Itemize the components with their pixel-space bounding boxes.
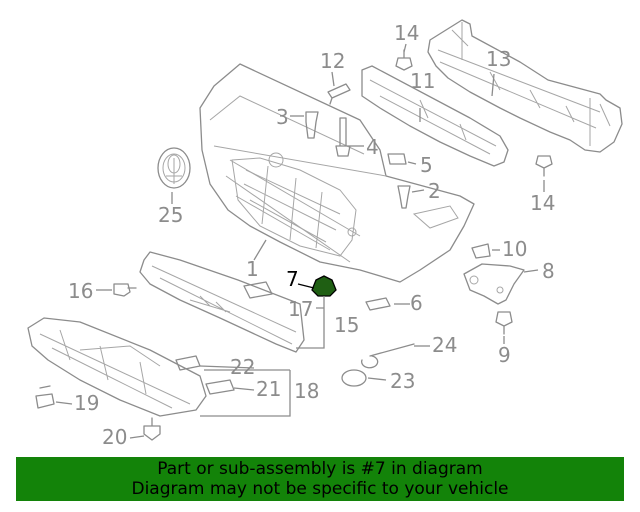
callout-6: 6 [410, 291, 423, 315]
callout-17: 17 [288, 297, 313, 321]
callout-3: 3 [276, 105, 289, 129]
part-1-bumper-cover [199, 63, 475, 283]
callout-9: 9 [498, 343, 511, 367]
banner-line-1: Part or sub-assembly is #7 in diagram [157, 459, 483, 479]
part-8-bracket [463, 243, 525, 305]
callout-4: 4 [366, 135, 379, 159]
callout-10: 10 [502, 237, 527, 261]
part-18-under-cover [27, 317, 207, 417]
callout-7-highlighted: 7 [286, 267, 299, 291]
callout-8: 8 [542, 259, 555, 283]
callout-11: 11 [410, 69, 435, 93]
callout-16: 16 [68, 279, 93, 303]
callout-19: 19 [74, 391, 99, 415]
callout-13: 13 [486, 47, 511, 71]
part-13-reinforcement [427, 19, 623, 153]
callout-24: 24 [432, 333, 457, 357]
part-11-absorber [361, 65, 509, 167]
callout-22: 22 [230, 355, 255, 379]
part-7-highlighted-clip[interactable] [311, 275, 337, 297]
callout-1: 1 [246, 257, 259, 281]
callout-2: 2 [428, 179, 441, 203]
callout-18: 18 [294, 379, 319, 403]
fasteners [35, 49, 553, 441]
callout-23: 23 [390, 369, 415, 393]
callout-14-top: 14 [394, 21, 419, 45]
callout-20: 20 [102, 425, 127, 449]
callout-21: 21 [256, 377, 281, 401]
callout-5: 5 [420, 153, 433, 177]
callout-14-right: 14 [530, 191, 555, 215]
parts-diagram: 14 13 12 11 3 4 5 2 14 25 1 10 8 7 16 17… [27, 19, 623, 449]
leader-lines [55, 43, 545, 439]
banner-line-2: Diagram may not be specific to your vehi… [131, 479, 509, 499]
callout-25: 25 [158, 203, 183, 227]
part-25-emblem [157, 147, 191, 189]
part-15-lower-absorber [139, 251, 305, 353]
callout-15: 15 [334, 313, 359, 337]
callout-12: 12 [320, 49, 345, 73]
callouts: 14 13 12 11 3 4 5 2 14 25 1 10 8 7 16 17… [68, 21, 555, 449]
highlight-banner: Part or sub-assembly is #7 in diagram Di… [16, 457, 624, 501]
